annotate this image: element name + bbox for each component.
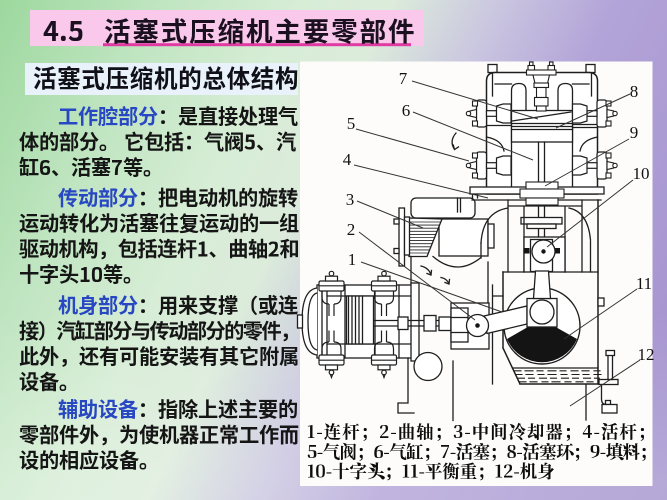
svg-text:4: 4 xyxy=(343,150,352,169)
svg-text:1: 1 xyxy=(348,250,357,269)
svg-text:11: 11 xyxy=(636,274,652,293)
svg-text:10: 10 xyxy=(633,164,650,183)
svg-text:12: 12 xyxy=(638,345,655,364)
svg-text:8: 8 xyxy=(630,82,639,101)
svg-text:3: 3 xyxy=(346,190,355,209)
svg-text:5: 5 xyxy=(347,114,356,133)
svg-text:7: 7 xyxy=(399,69,408,88)
svg-text:6: 6 xyxy=(402,101,411,120)
svg-text:2: 2 xyxy=(347,220,356,239)
svg-text:9: 9 xyxy=(630,123,639,142)
